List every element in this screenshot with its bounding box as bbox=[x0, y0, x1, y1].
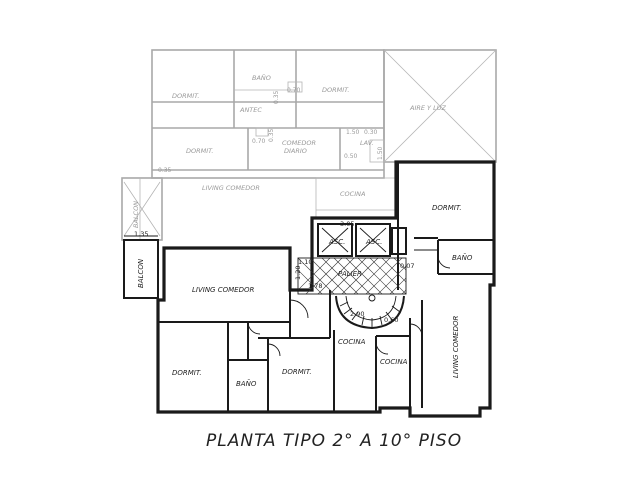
dim-070-b: 0.70 bbox=[252, 138, 266, 145]
lower-dormit-mid-label: DORMIT. bbox=[282, 368, 312, 376]
dim-007: 0.07 bbox=[400, 262, 414, 270]
upper-cocina-label: COCINA bbox=[340, 190, 365, 198]
lower-dormit-left-label: DORMIT. bbox=[172, 369, 202, 377]
aire-y-luz-label: AIRE Y LUZ bbox=[409, 104, 446, 112]
dim-035-b: 0.35 bbox=[268, 128, 275, 142]
dim-135: 1.35 bbox=[134, 230, 148, 238]
lower-balcon-label: BALCON bbox=[137, 258, 145, 288]
dim-305: 3.05 bbox=[340, 220, 354, 228]
lower-bano-right-label: BAÑO bbox=[452, 253, 473, 262]
upper-bano-label: BAÑO bbox=[252, 73, 271, 82]
upper-dormit-3-label: DORMIT. bbox=[186, 147, 213, 155]
dim-060: 0.60 bbox=[384, 316, 398, 324]
upper-comedor-diario-line2: DIARIO bbox=[284, 147, 307, 155]
upper-balcon-label: BALCON bbox=[132, 201, 140, 228]
elevator-1-label: ASC. bbox=[328, 238, 345, 246]
door-swings bbox=[247, 255, 451, 357]
dim-030: 0.30 bbox=[364, 129, 378, 136]
dim-050: 0.50 bbox=[344, 153, 358, 160]
upper-dormit-1-label: DORMIT. bbox=[172, 92, 199, 100]
upper-antec-label: ANTEC bbox=[239, 106, 262, 114]
lower-dormit-right-label: DORMIT. bbox=[432, 204, 462, 212]
upper-living-comedor-label: LIVING COMEDOR bbox=[202, 184, 260, 192]
dim-035-a: 0.35 bbox=[273, 90, 280, 104]
lower-cocina-1-label: COCINA bbox=[338, 338, 366, 346]
upper-comedor-diario-line1: COMEDOR bbox=[282, 139, 316, 147]
upper-dormit-2-label: DORMIT. bbox=[322, 86, 349, 94]
dim-110: 1.10 bbox=[298, 258, 312, 266]
lower-cocina-2-label: COCINA bbox=[380, 358, 408, 366]
palier-label: PALIER bbox=[338, 270, 362, 278]
dim-070-a: 0.70 bbox=[287, 87, 301, 94]
lower-bano-left-label: BAÑO bbox=[236, 379, 257, 388]
dim-178: 1.78 bbox=[308, 282, 322, 290]
lower-living-comedor-label: LIVING COMEDOR bbox=[192, 286, 254, 294]
palier-tile-pattern bbox=[297, 257, 407, 295]
elevator-2-label: ASC. bbox=[365, 238, 382, 246]
plan-caption: PLANTA TIPO 2° A 10° PISO bbox=[206, 431, 462, 451]
dim-120: 1.20 bbox=[294, 266, 302, 280]
dim-290: 2.90 bbox=[350, 310, 364, 318]
upper-plan-labels: DORMIT. BAÑO DORMIT. ANTEC DORMIT. COMED… bbox=[132, 73, 446, 228]
dim-150-b: 1.50 bbox=[377, 146, 384, 160]
lower-plan-walls bbox=[123, 160, 496, 418]
spiral-staircase bbox=[335, 294, 405, 330]
upper-lav-label: LAV. bbox=[360, 139, 374, 147]
dim-035-c: 0.35 bbox=[158, 167, 172, 174]
lower-living-comedor-right-label: LIVING COMEDOR bbox=[452, 316, 460, 378]
dim-150: 1.50 bbox=[346, 129, 360, 136]
lower-plan-labels: DORMIT. BAÑO ASC. ASC. PALIER BALCON LIV… bbox=[134, 204, 473, 388]
